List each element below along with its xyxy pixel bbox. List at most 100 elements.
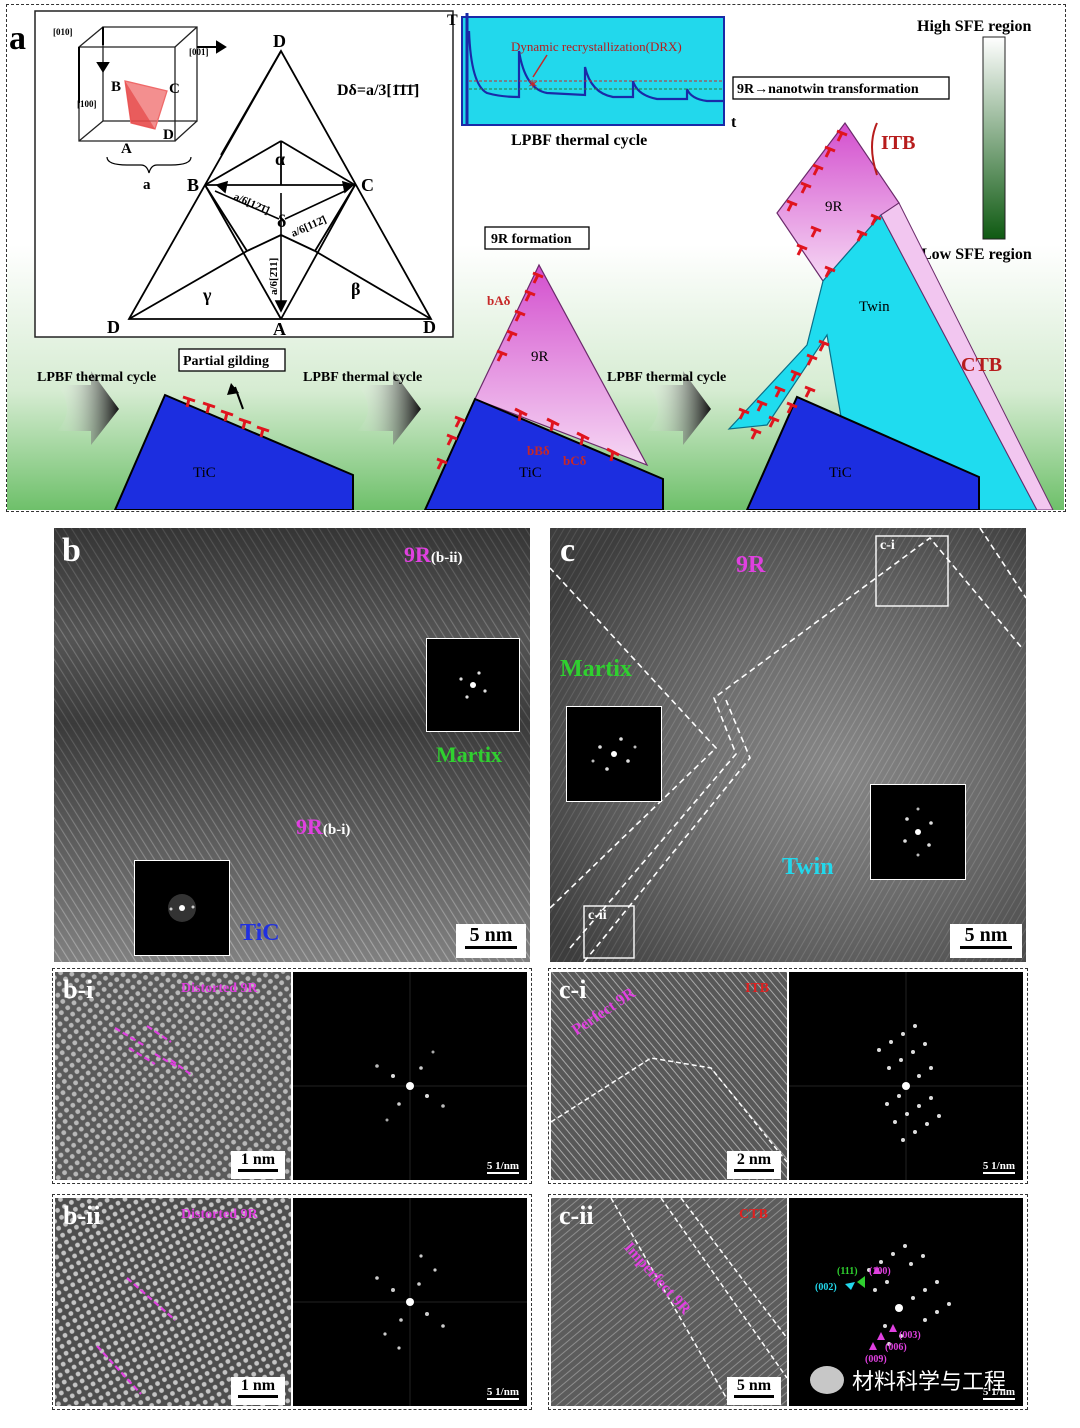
- scale-text: 2 nm: [736, 1151, 772, 1168]
- spot-arrow-cyan: [845, 1282, 855, 1290]
- scale-bar: [465, 946, 517, 949]
- partial-box: [178, 348, 286, 372]
- cube-brace: [106, 156, 192, 174]
- ctb-label: CTB: [961, 354, 1002, 376]
- thermal-x-label: t: [731, 114, 737, 131]
- panel-b-i-title: Distorted 9R: [181, 981, 258, 996]
- wechat-icon: [810, 1366, 844, 1394]
- spot-arrow-magenta-3: [877, 1332, 885, 1340]
- panel-c-i-title: ITB: [745, 981, 770, 996]
- spot-100: (100): [869, 1266, 891, 1277]
- cube-B: B: [111, 79, 121, 95]
- spot-arrow-magenta-2: [889, 1324, 897, 1332]
- panel-c-martix: Martix: [560, 656, 632, 682]
- thompson-arrows: [214, 180, 355, 313]
- ninerR-label-b: 9R: [825, 199, 843, 215]
- formation-box: [484, 226, 590, 250]
- panel-c-i-hrtem: [551, 972, 787, 1180]
- fft-pattern: [459, 671, 487, 699]
- panel-b-tic: TiC: [240, 920, 280, 946]
- thermal-label-1: LPBF thermal cycle: [37, 370, 156, 385]
- panel-b-9r-top: 9R(b-ii): [404, 542, 463, 568]
- thompson-alpha: α: [275, 149, 285, 169]
- thermal-curve: [467, 30, 723, 103]
- panel-c-ii-hrtem: [551, 1198, 787, 1406]
- process-arrow-3: [647, 371, 711, 445]
- scale-text: 5 nm: [964, 924, 1008, 946]
- cube-edge-a: a: [143, 177, 151, 193]
- dislocations-stage3: [738, 129, 882, 440]
- panel-c-box1-label: c-i: [880, 538, 895, 553]
- thermal-y-label: T: [447, 12, 458, 29]
- thermal-plot-bg: [461, 16, 725, 126]
- partial-label: Partial gilding: [183, 354, 269, 369]
- scale-bar: [960, 946, 1012, 949]
- burgers-c: bCδ: [563, 453, 587, 468]
- watermark-text: 材料科学与工程: [852, 1370, 1007, 1395]
- tic-stage1: [113, 393, 354, 510]
- drx-pointer: [532, 54, 548, 78]
- tic-label-1: TiC: [193, 465, 216, 481]
- thermal-caption: LPBF thermal cycle: [511, 132, 647, 149]
- tic-stage3: [745, 395, 980, 510]
- panel-b-scalebar: 5 nm: [456, 924, 526, 958]
- partial-arrowhead: [227, 383, 239, 395]
- spot-006: (006): [885, 1342, 907, 1353]
- spot-003: (003): [899, 1330, 921, 1341]
- panel-b-ii-fft: 5 1/nm: [293, 1198, 527, 1406]
- thompson-A: A: [273, 319, 286, 339]
- dir-001: [001]: [189, 47, 209, 57]
- scale-text: 1 nm: [240, 1377, 276, 1394]
- itb-brace: [871, 122, 878, 176]
- spot-arrow-magenta-1: [873, 1266, 881, 1274]
- panel-b-fft-tic: [134, 860, 230, 956]
- fft-pattern: [903, 807, 933, 857]
- watermark: 材料科学与工程: [810, 1364, 1006, 1396]
- panel-b-i: b-i Distorted 9R 1 nm 5 1/nm: [52, 968, 532, 1184]
- panel-b-ii-letter: b-ii: [63, 1201, 101, 1230]
- vec-ba: a/6[2̄11]: [268, 258, 280, 295]
- tic-stage2: [423, 397, 664, 510]
- dir-100: [100]: [77, 99, 97, 109]
- panel-c-twin: Twin: [782, 854, 834, 880]
- scale-text: 1 nm: [240, 1151, 276, 1168]
- spot-009: (009): [865, 1354, 887, 1365]
- thompson-B: B: [187, 175, 199, 195]
- drx-label: Dynamic recrystallization(DRX): [511, 39, 682, 54]
- itb-label: ITB: [881, 132, 915, 154]
- process-arrow-1: [57, 371, 119, 445]
- panel-c-9r: 9R: [736, 552, 766, 578]
- ctb-strip: [880, 202, 1054, 510]
- panel-c-box2-label: c-ii: [588, 908, 607, 923]
- panel-b-i-hrtem: [55, 972, 291, 1180]
- boundary-dashed-lines: [550, 528, 1026, 962]
- process-arrow-2: [357, 371, 421, 445]
- panel-b-i-letter: b-i: [63, 975, 94, 1004]
- burgers-a: bAδ: [487, 293, 511, 308]
- fft-scale-text: 5 1/nm: [486, 1160, 519, 1174]
- panel-c-ii-scalebar: 5 nm: [727, 1377, 781, 1405]
- scale-bar: [734, 1169, 774, 1172]
- panel-b-fft-martix: [426, 638, 520, 732]
- panel-c-fft-martix: [566, 706, 662, 802]
- panel-c-letter: c: [560, 532, 576, 569]
- drx-marker: ✶: [527, 78, 539, 93]
- transformation-label: 9R→nanotwin transformation: [737, 82, 919, 97]
- spot-arrow-magenta-4: [869, 1342, 877, 1350]
- panel-b-martix: Martix: [436, 742, 502, 767]
- panel-a: a [010] [001] [100] B C A D a: [6, 4, 1066, 512]
- thompson-gamma: γ: [202, 285, 212, 305]
- dislocations-stage2: [436, 271, 620, 470]
- cube-C: C: [169, 81, 180, 97]
- fft-pattern: [591, 737, 637, 771]
- thermal-label-2: LPBF thermal cycle: [303, 370, 422, 385]
- fft-scale-text: 5 1/nm: [486, 1386, 519, 1400]
- cube-axes: [78, 27, 227, 103]
- cube-D: D: [163, 127, 174, 143]
- scale-text: 5 nm: [469, 924, 513, 946]
- twin-label: Twin: [859, 299, 890, 315]
- dislocations-stage1: [182, 395, 270, 438]
- cube-A: A: [121, 141, 132, 157]
- formation-label: 9R formation: [491, 232, 572, 247]
- panel-c: c 9R Martix Twin c-i c-ii 5 nm: [550, 528, 1026, 962]
